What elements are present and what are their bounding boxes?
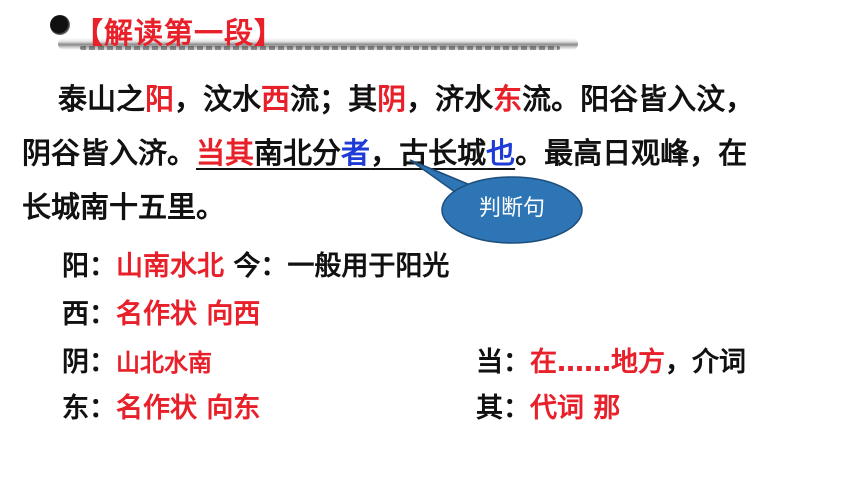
note-qi: 其：代词 那 xyxy=(476,393,621,424)
keyword-dong: 东 xyxy=(493,82,523,116)
passage: 泰山之阳，汶水西流；其阴，济水东流。阳谷皆入汶， 阴谷皆入济。当其南北分者，古长… xyxy=(22,72,842,234)
keyword-yin: 阴 xyxy=(377,82,407,116)
callout-label: 判断句 xyxy=(478,196,545,221)
keyword-zhe: 者 xyxy=(341,136,371,170)
keyword-ye: 也 xyxy=(486,136,516,170)
section-title: 【解读第一段】 xyxy=(74,16,285,50)
passage-line-3: 长城南十五里。 xyxy=(22,190,226,224)
callout-ellipse xyxy=(441,176,583,244)
keyword-xi: 西 xyxy=(261,82,291,116)
note-dong: 东：名作状 向东 xyxy=(62,393,261,424)
ink-blot-icon xyxy=(50,15,70,35)
passage-line-1: 泰山之阳，汶水西流；其阴，济水东流。阳谷皆入汶， xyxy=(58,82,755,116)
note-xi: 西：名作状 向西 xyxy=(62,299,261,330)
note-yin: 阴：山北水南 xyxy=(62,347,212,378)
callout-bubble xyxy=(409,159,583,244)
judgment-sentence: 当其南北分者，古长城也 xyxy=(196,136,516,170)
passage-line-2: 阴谷皆入济。当其南北分者，古长城也。最高日观峰，在 xyxy=(22,136,748,170)
note-dang: 当：在……地方，介词 xyxy=(476,347,746,378)
header-brush-stroke-detail xyxy=(80,46,560,50)
note-yang: 阳：山南水北 今：一般用于阳光 xyxy=(62,251,450,282)
keyword-yang: 阳 xyxy=(145,82,175,116)
keyword-dangqi: 当其 xyxy=(196,136,255,170)
